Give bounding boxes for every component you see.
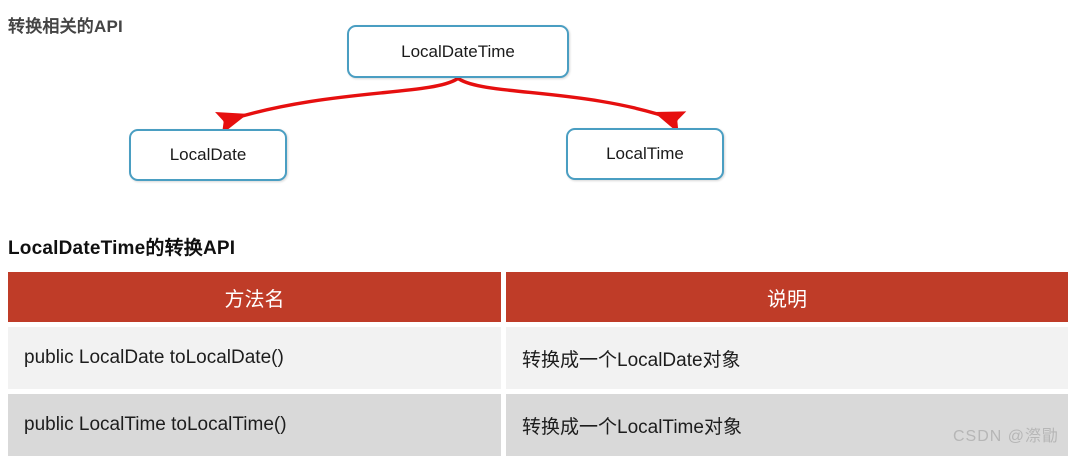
page-title-localdatetime-api: LocalDateTime的转换API bbox=[8, 238, 236, 259]
diagram-node-localdate-label: LocalDate bbox=[169, 145, 247, 164]
diagram-node-localdatetime-label: LocalDateTime bbox=[401, 41, 515, 61]
class-relationship-diagram: LocalDateTime LocalDate LocalTime bbox=[0, 0, 1073, 215]
table-cell-description: 转换成一个LocalTime对象 bbox=[506, 394, 1068, 456]
table-cell-method-text: public LocalTime toLocalTime() bbox=[24, 414, 287, 435]
api-method-table: 方法名 说明 public LocalDate toLocalDate() 转换… bbox=[8, 272, 1068, 456]
table-row: public LocalDate toLocalDate() 转换成一个Loca… bbox=[8, 327, 1068, 389]
diagram-node-localdate: LocalDate bbox=[129, 129, 287, 181]
table-cell-description: 转换成一个LocalDate对象 bbox=[506, 327, 1068, 389]
table-header-label-description: 说明 bbox=[767, 288, 807, 311]
diagram-node-localtime-label: LocalTime bbox=[606, 144, 684, 163]
page-title-convert-api: 转换相关的API bbox=[8, 17, 123, 36]
arrow-to-localtime bbox=[457, 77, 687, 134]
diagram-node-localtime: LocalTime bbox=[566, 128, 724, 180]
table-header-cell-method: 方法名 bbox=[8, 272, 501, 322]
table-row: public LocalTime toLocalTime() 转换成一个Loca… bbox=[8, 394, 1068, 456]
table-cell-method-text: public LocalDate toLocalDate() bbox=[24, 347, 284, 368]
table-cell-method: public LocalDate toLocalDate() bbox=[8, 327, 501, 389]
table-cell-method: public LocalTime toLocalTime() bbox=[8, 394, 501, 456]
arrow-to-localdate bbox=[215, 77, 459, 135]
table-cell-description-text: 转换成一个LocalTime对象 bbox=[522, 416, 742, 438]
table-header-row: 方法名 说明 bbox=[8, 272, 1068, 322]
diagram-node-localdatetime: LocalDateTime bbox=[347, 25, 569, 78]
table-header-label-method: 方法名 bbox=[224, 288, 285, 311]
table-cell-description-text: 转换成一个LocalDate对象 bbox=[522, 349, 741, 371]
csdn-watermark: CSDN @漈勖 bbox=[952, 428, 1059, 445]
table-header-cell-description: 说明 bbox=[506, 272, 1068, 322]
